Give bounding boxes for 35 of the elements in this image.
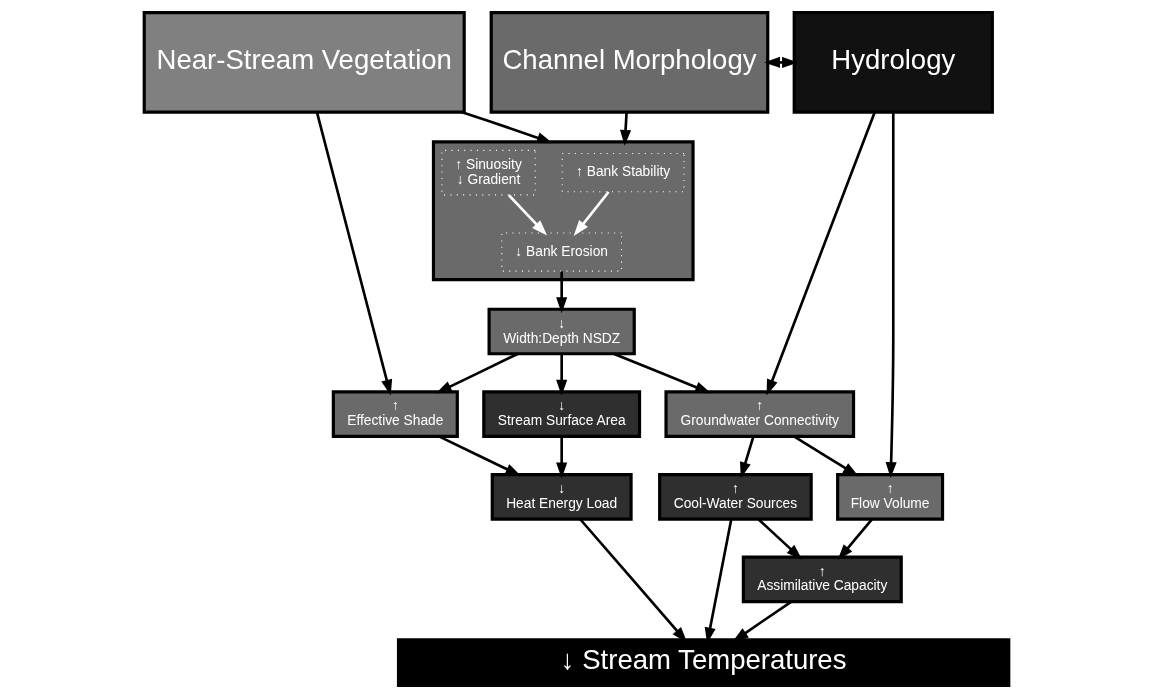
- node-box: ↓ Heat Energy Load: [490, 472, 633, 521]
- cluster: [431, 140, 695, 282]
- node-box: ↑ Sinuosity ↓ Gradient: [440, 149, 536, 196]
- node-box: ↓ Bank Erosion: [500, 232, 622, 272]
- node-box: Hydrology: [792, 11, 994, 114]
- arrow: [766, 111, 876, 396]
- arrow: [763, 56, 798, 68]
- arrow: [507, 194, 547, 236]
- node-box: ↑ Cool-Water Sources: [657, 472, 813, 521]
- arrow: [435, 352, 518, 394]
- arrow: [732, 600, 792, 642]
- node-box: ↑ Groundwater Connectivity: [663, 390, 855, 438]
- node-box: ↑ Effective Shade: [331, 390, 459, 438]
- arrow: [619, 112, 631, 146]
- node-box: ↑ Bank Stability: [561, 153, 685, 193]
- arrow: [885, 112, 897, 479]
- arrow: [739, 436, 755, 479]
- arrow: [315, 112, 392, 396]
- node-box: Near-Stream Vegetation: [142, 11, 466, 114]
- arrow: [461, 111, 553, 144]
- node-box: ↓ Stream Temperatures: [396, 638, 1010, 687]
- node-box: ↓ Width:Depth NSDZ: [487, 307, 636, 356]
- arrow: [837, 518, 873, 561]
- node-box: Channel Morphology: [489, 11, 769, 114]
- node-box: ↓ Stream Surface Area: [481, 390, 641, 438]
- arrow: [438, 435, 521, 477]
- arrow: [573, 191, 610, 236]
- node-box: ↑ Flow Volume: [835, 472, 944, 521]
- node-box: ↑ Assimilative Capacity: [741, 555, 903, 604]
- arrow: [613, 352, 711, 394]
- arrow: [757, 518, 802, 560]
- arrow: [555, 436, 567, 479]
- arrow: [793, 435, 859, 477]
- arrow: [555, 354, 567, 396]
- arrow: [555, 271, 567, 314]
